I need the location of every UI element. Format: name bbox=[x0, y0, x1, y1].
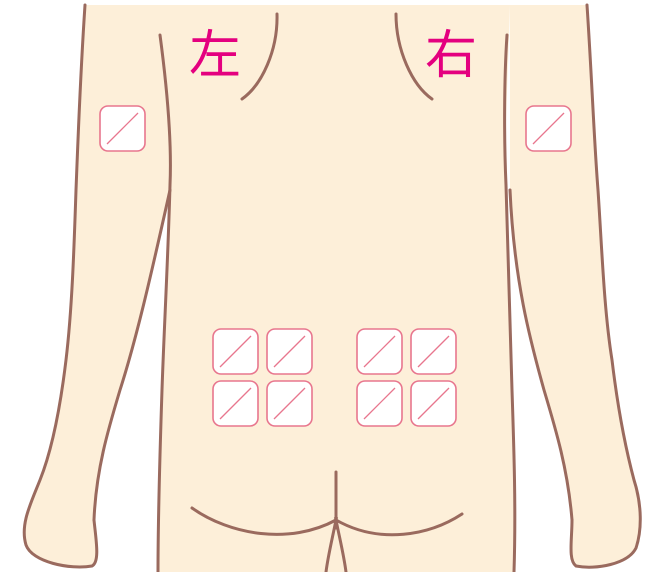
application-patch-icon bbox=[267, 381, 312, 426]
application-patch-icon bbox=[411, 381, 456, 426]
patch-group-right-upper-arm bbox=[526, 106, 571, 151]
application-patch-icon bbox=[526, 106, 571, 151]
application-patch-icon bbox=[213, 381, 258, 426]
application-patch-icon bbox=[100, 106, 145, 151]
right-side-label: 右 bbox=[425, 26, 477, 86]
left-side-label: 左 bbox=[189, 26, 241, 86]
application-patch-icon bbox=[357, 329, 402, 374]
application-patch-icon bbox=[213, 329, 258, 374]
patch-group-left-upper-arm bbox=[100, 106, 145, 151]
right-arm bbox=[510, 5, 640, 567]
application-patch-icon bbox=[411, 329, 456, 374]
application-patch-icon bbox=[357, 381, 402, 426]
application-patch-icon bbox=[267, 329, 312, 374]
